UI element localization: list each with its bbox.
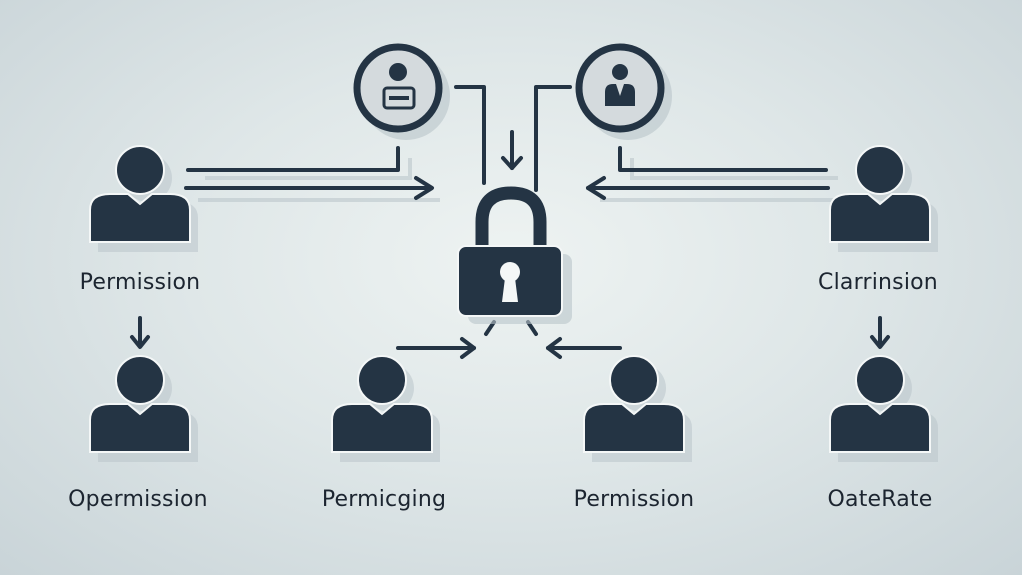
user-bottom-right-label: OateRate: [827, 487, 933, 512]
user-bottom-right-icon: [829, 355, 938, 462]
user-id-card-icon: [382, 63, 416, 110]
user-bottom-left-icon: [89, 355, 198, 462]
badge-right: [575, 43, 672, 140]
user-top-left-label: Permission: [79, 270, 201, 295]
user-top-right-icon: [829, 145, 938, 252]
user-top-right-label: Clarrinsion: [818, 270, 938, 295]
user-bottom-left-label: Opermission: [68, 487, 208, 512]
connector-badge-left: [186, 146, 400, 172]
padlock-icon: [457, 186, 572, 324]
connector-top-left: [454, 85, 486, 185]
connector-lines: [130, 85, 890, 359]
user-bottom-center-left-label: Permicging: [321, 487, 447, 512]
user-bottom-center-right-label: Permission: [573, 487, 695, 512]
badge-left: [353, 43, 450, 140]
connector-badge-right: [618, 146, 828, 172]
connector-top-right: [534, 85, 572, 192]
user-top-left-icon: [89, 145, 198, 252]
businessperson-icon: [605, 64, 635, 106]
user-bottom-center-left-icon: [331, 355, 440, 462]
user-bottom-center-right-icon: [583, 355, 692, 462]
